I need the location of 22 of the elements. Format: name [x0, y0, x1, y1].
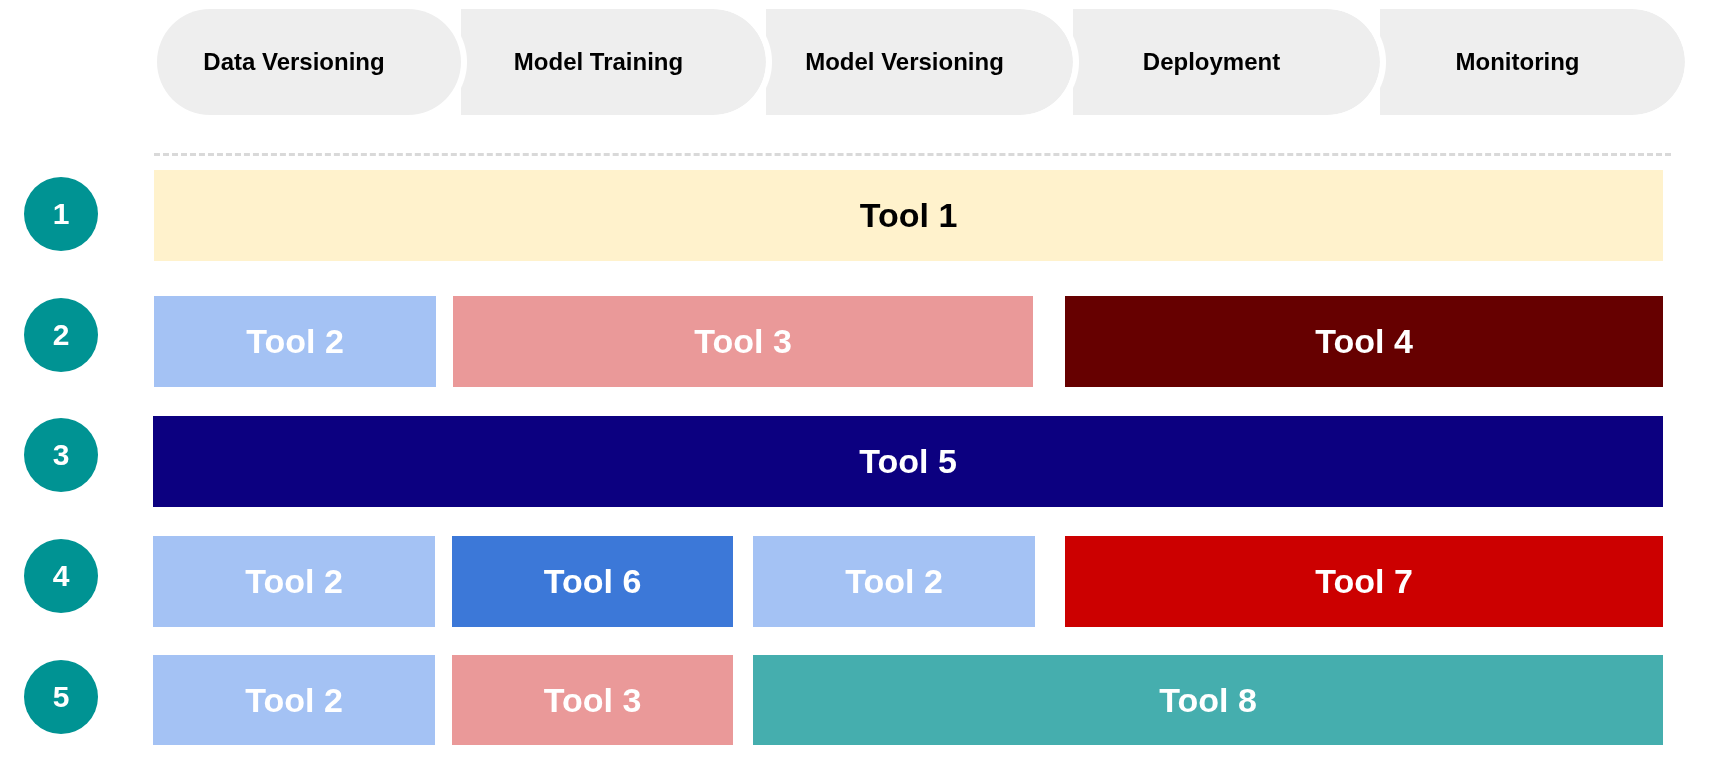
tool-bar: Tool 2 [153, 655, 435, 745]
stage-pill: Model Training [461, 9, 766, 115]
tool-bar: Tool 2 [153, 536, 435, 627]
tool-bar: Tool 3 [453, 296, 1033, 387]
tool-bar: Tool 7 [1065, 536, 1663, 627]
stage-pill: Deployment [1073, 9, 1380, 115]
tool-bar: Tool 6 [452, 536, 733, 627]
tool-bar: Tool 8 [753, 655, 1663, 745]
tool-bar: Tool 2 [753, 536, 1035, 627]
step-number-circle: 1 [24, 177, 98, 251]
stage-pill: Data Versioning [157, 9, 461, 115]
stage-pill: Model Versioning [766, 9, 1073, 115]
tool-bar: Tool 4 [1065, 296, 1663, 387]
tool-bar: Tool 5 [153, 416, 1663, 507]
tool-bar: Tool 2 [154, 296, 436, 387]
tool-bar: Tool 3 [452, 655, 733, 745]
step-number-circle: 3 [24, 418, 98, 492]
stage-pill: Monitoring [1380, 9, 1685, 115]
tool-bar: Tool 1 [154, 170, 1663, 261]
step-number-circle: 5 [24, 660, 98, 734]
step-number-circle: 2 [24, 298, 98, 372]
step-number-circle: 4 [24, 539, 98, 613]
